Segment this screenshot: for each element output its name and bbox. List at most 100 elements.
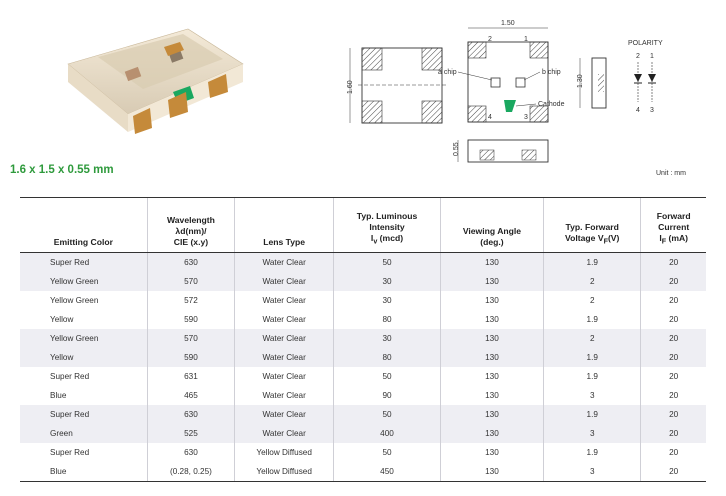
table-cell: Yellow Diffused bbox=[234, 462, 334, 482]
polarity-label: POLARITY bbox=[628, 40, 663, 47]
table-cell: 3 bbox=[543, 462, 641, 482]
table-cell: 30 bbox=[333, 272, 441, 291]
table-cell: 130 bbox=[439, 291, 544, 310]
table-cell: Water Clear bbox=[234, 291, 334, 310]
table-cell: Blue bbox=[50, 391, 67, 400]
table-cell: 630 bbox=[146, 443, 235, 462]
led-product-image bbox=[67, 28, 244, 134]
table-cell: Water Clear bbox=[234, 329, 334, 348]
table-cell: 50 bbox=[333, 252, 441, 272]
table-cell: 130 bbox=[439, 272, 544, 291]
header-luminous-intensity: Typ. Luminous Intensity Iv (mcd) bbox=[333, 197, 441, 253]
table-cell: 130 bbox=[439, 462, 544, 482]
table-cell: 3 bbox=[543, 424, 641, 443]
table-cell: 570 bbox=[146, 329, 235, 348]
table-cell: 1.9 bbox=[543, 310, 641, 329]
table-cell: 20 bbox=[640, 462, 706, 482]
table-cell: 2 bbox=[543, 291, 641, 310]
table-cell: 1.9 bbox=[543, 367, 641, 386]
height-dimension-left: 1.60 bbox=[347, 80, 354, 94]
unit-note: Unit : mm bbox=[656, 170, 686, 177]
table-cell: Water Clear bbox=[234, 386, 334, 405]
table-cell: 630 bbox=[146, 405, 235, 424]
table-cell: 20 bbox=[640, 252, 706, 272]
table-cell: Super Red bbox=[20, 252, 148, 272]
table-cell: Yellow bbox=[50, 315, 74, 324]
table-cell: 2 bbox=[543, 329, 641, 348]
pad-number-2: 2 bbox=[488, 36, 492, 43]
table-cell: Super Red bbox=[20, 405, 148, 424]
table-cell: Green bbox=[20, 424, 148, 443]
table-cell: 2 bbox=[543, 272, 641, 291]
package-size-caption: 1.6 x 1.5 x 0.55 mm bbox=[10, 164, 114, 176]
pad-number-3: 3 bbox=[524, 114, 528, 121]
header-viewing-angle: Viewing Angle (deg.) bbox=[439, 197, 544, 253]
bottom-side-view: 0.55 bbox=[453, 139, 549, 163]
table-cell: 1.9 bbox=[543, 443, 641, 462]
table-cell: 50 bbox=[333, 405, 441, 424]
table-cell: 572 bbox=[146, 291, 235, 310]
table-cell: 525 bbox=[146, 424, 235, 443]
table-cell: Super Red bbox=[50, 448, 90, 457]
header-forward-current: Forward Current IF (mA) bbox=[640, 197, 706, 253]
header-emitting-color: Emitting Color bbox=[20, 197, 148, 253]
bottom-height-dimension: 0.55 bbox=[453, 142, 460, 156]
table-cell: 50 bbox=[333, 367, 441, 386]
table-cell: 80 bbox=[333, 348, 441, 367]
cathode-label: Cathode bbox=[538, 101, 565, 108]
table-cell: 630 bbox=[146, 252, 235, 272]
table-cell: Water Clear bbox=[234, 405, 334, 424]
table-cell: 20 bbox=[640, 329, 706, 348]
table-cell: 90 bbox=[333, 386, 441, 405]
table-cell: 570 bbox=[146, 272, 235, 291]
table-cell: 631 bbox=[146, 367, 235, 386]
table-cell: 130 bbox=[439, 443, 544, 462]
table-cell: Water Clear bbox=[234, 310, 334, 329]
table-cell: 3 bbox=[543, 386, 641, 405]
table-cell: Yellow Green bbox=[20, 329, 148, 348]
table-cell: Yellow Green bbox=[50, 296, 99, 305]
table-cell: Yellow bbox=[20, 348, 148, 367]
table-cell: 20 bbox=[640, 348, 706, 367]
table-cell: Water Clear bbox=[234, 424, 334, 443]
table-cell: 590 bbox=[146, 310, 235, 329]
table-cell: Blue bbox=[20, 462, 148, 482]
table-cell: 130 bbox=[439, 329, 544, 348]
table-cell: 130 bbox=[439, 348, 544, 367]
polarity-pin-2: 2 bbox=[636, 53, 640, 60]
table-cell: 20 bbox=[640, 386, 706, 405]
width-dimension: 1.50 bbox=[501, 20, 515, 27]
table-cell: 20 bbox=[640, 443, 706, 462]
table-cell: 130 bbox=[439, 386, 544, 405]
table-cell: 20 bbox=[640, 310, 706, 329]
table-cell: Water Clear bbox=[234, 348, 334, 367]
table-cell: 50 bbox=[333, 443, 441, 462]
table-cell: 20 bbox=[640, 272, 706, 291]
table-cell: 130 bbox=[439, 405, 544, 424]
side-view: 1.30 bbox=[577, 57, 607, 109]
table-cell: Water Clear bbox=[234, 272, 334, 291]
pad-number-1: 1 bbox=[524, 36, 528, 43]
table-cell: Yellow Diffused bbox=[234, 443, 334, 462]
table-cell: Yellow Green bbox=[20, 272, 148, 291]
table-cell: 20 bbox=[640, 424, 706, 443]
table-cell: 30 bbox=[333, 291, 441, 310]
table-cell: 20 bbox=[640, 405, 706, 424]
table-cell: 80 bbox=[333, 310, 441, 329]
table-cell: Water Clear bbox=[234, 252, 334, 272]
table-cell: Water Clear bbox=[234, 367, 334, 386]
a-chip-label: a chip bbox=[438, 69, 457, 76]
table-cell: 130 bbox=[439, 310, 544, 329]
table-cell: 130 bbox=[439, 367, 544, 386]
top-view-chips: 1.50 2 1 4 3 a chip b chip Cathode bbox=[438, 20, 565, 123]
